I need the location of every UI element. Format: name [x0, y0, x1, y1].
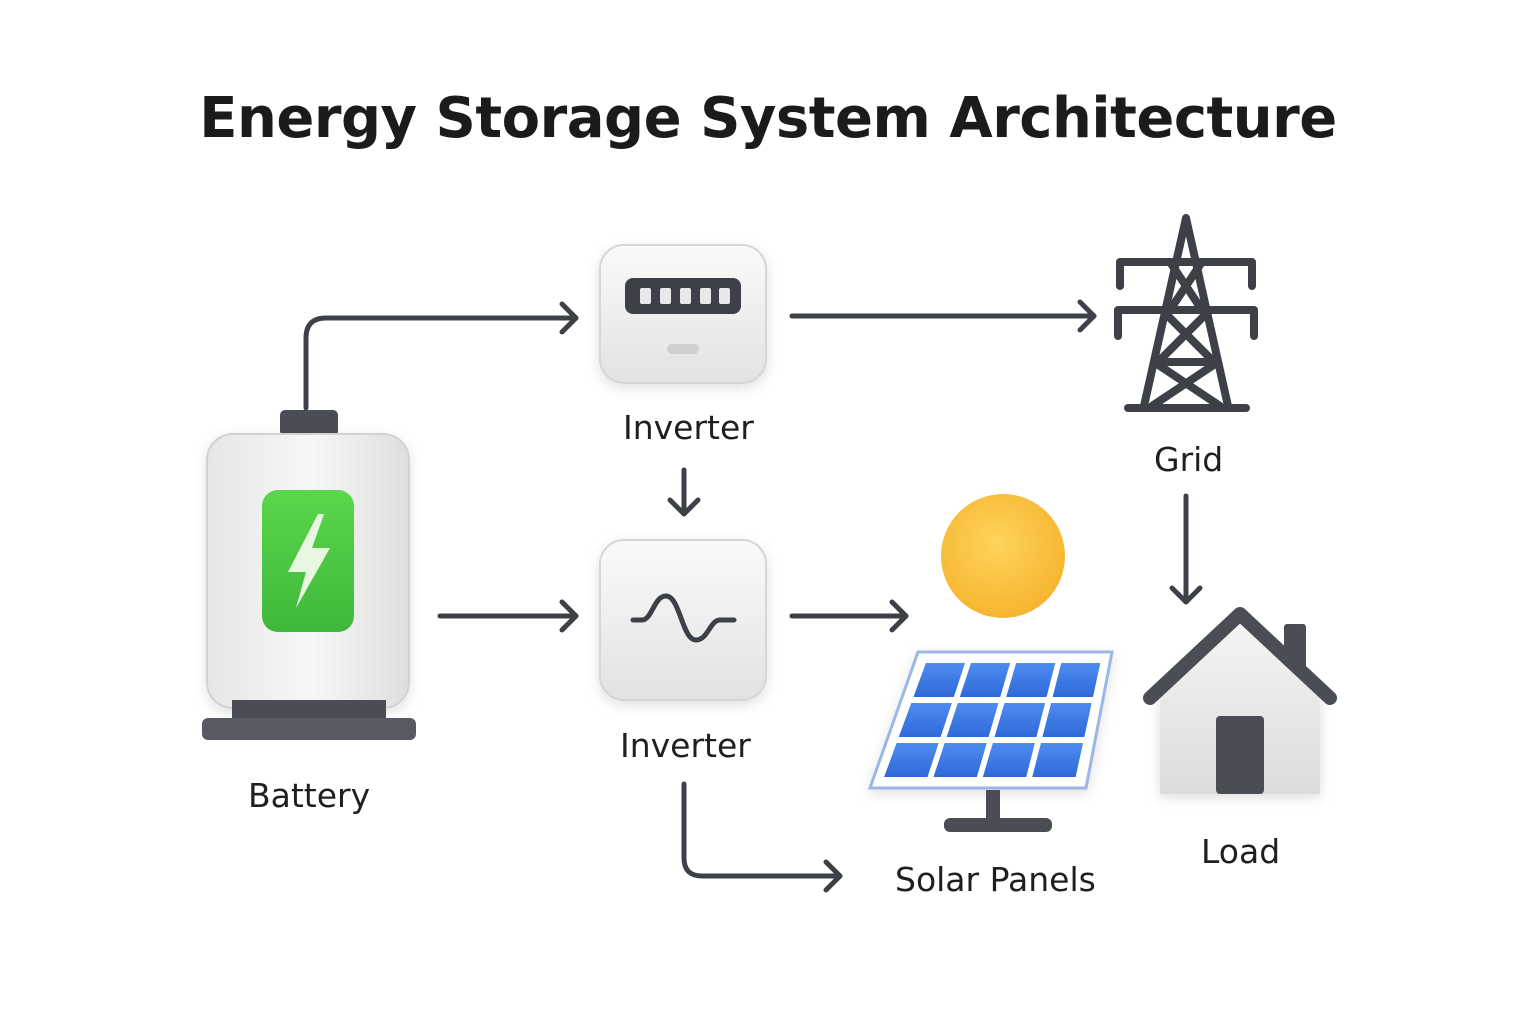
inverter-mid-label: Inverter [620, 726, 751, 765]
solar-cell [1006, 663, 1056, 697]
arrowhead [559, 599, 579, 633]
solar-panels-label: Solar Panels [895, 860, 1096, 899]
solar-cell [1052, 663, 1101, 697]
connectors [303, 299, 1203, 893]
diagram-title: Energy Storage System Architecture [199, 86, 1337, 151]
solar-panel-icon [867, 650, 1114, 832]
solar-cell [994, 703, 1046, 737]
arrow-inverter-to-solar-lower [681, 781, 843, 879]
grid-label: Grid [1154, 440, 1224, 479]
arrowhead [823, 859, 843, 893]
load-label: Load [1201, 832, 1281, 871]
inverter-top-label: Inverter [623, 408, 754, 447]
house-icon [1143, 607, 1337, 794]
battery-label: Battery [248, 776, 371, 815]
solar-cell [959, 663, 1011, 697]
meter-icon [599, 244, 767, 384]
arrowhead [1169, 585, 1203, 605]
solar-cell [913, 663, 966, 697]
solar-cell [946, 703, 999, 737]
transmission-tower-icon [1114, 214, 1258, 412]
battery-icon [202, 410, 416, 740]
solar-cell [933, 743, 987, 777]
sine-wave-icon [599, 539, 767, 701]
arrowhead [889, 599, 909, 633]
arrowhead [1077, 299, 1097, 333]
sun-icon [941, 494, 1065, 618]
arrowhead [667, 497, 701, 517]
solar-cell [1032, 743, 1084, 777]
solar-cell [982, 743, 1035, 777]
solar-cell [898, 703, 952, 737]
solar-cell [1042, 703, 1092, 737]
arrow-battery-to-inverter-top [303, 315, 579, 411]
solar-cell [884, 743, 939, 777]
arrowhead [559, 301, 579, 335]
